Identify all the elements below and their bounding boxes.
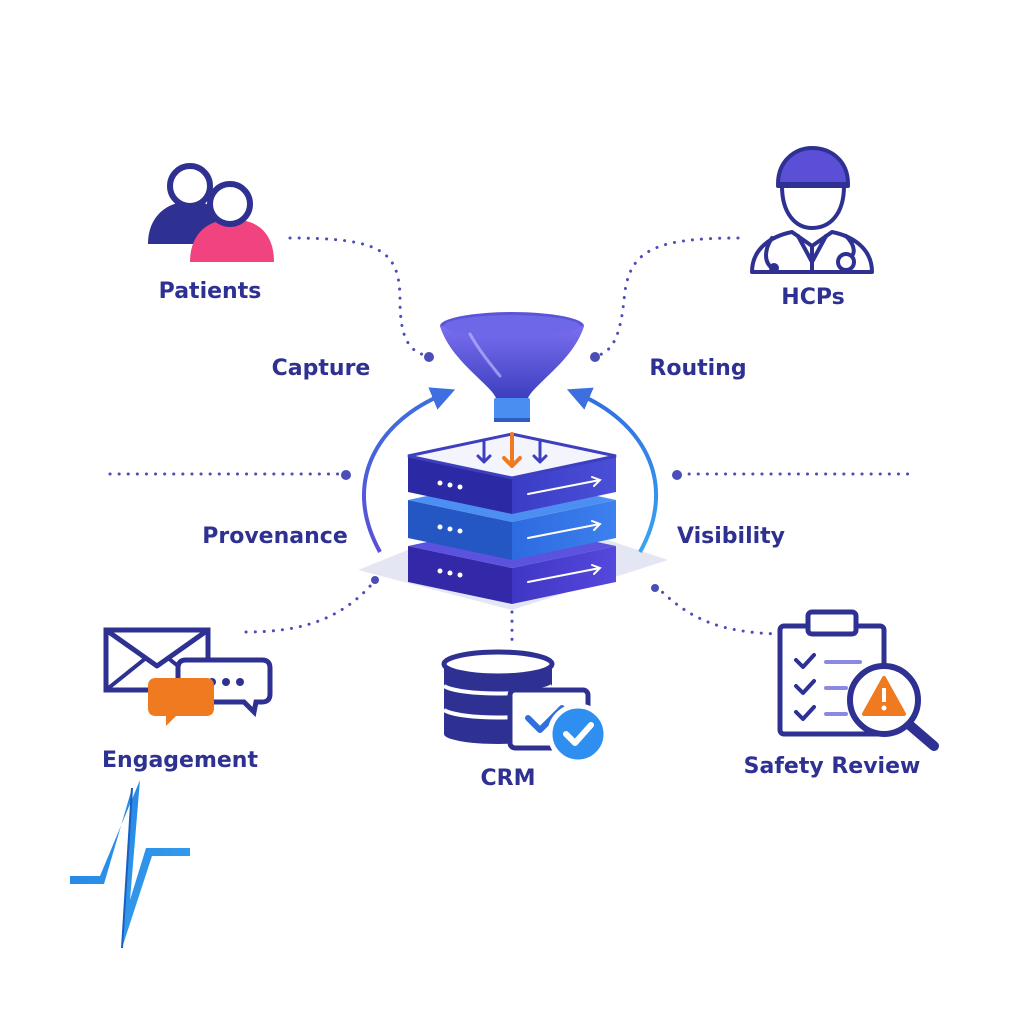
hub-icon bbox=[358, 312, 668, 610]
connector-dot-right bbox=[672, 470, 682, 480]
connector-engagement bbox=[244, 582, 374, 634]
connector-dot-hcps bbox=[590, 352, 600, 362]
node-label-patients: Patients bbox=[158, 279, 262, 304]
connector-patients bbox=[288, 236, 430, 358]
connector-dot-patients bbox=[424, 352, 434, 362]
clipboard-warning-icon bbox=[777, 609, 939, 751]
flow-label-capture: Capture bbox=[271, 356, 371, 381]
node-label-hcps: HCPs bbox=[781, 285, 845, 310]
flow-label-routing: Routing bbox=[649, 356, 747, 381]
database-check-icon bbox=[441, 649, 609, 765]
connector-dot-safety bbox=[651, 584, 659, 592]
flow-label-provenance: Provenance bbox=[202, 524, 348, 549]
doctor-icon bbox=[750, 146, 874, 274]
people-icon bbox=[148, 163, 274, 262]
node-label-safety-review: Safety Review bbox=[743, 754, 921, 779]
connector-dot-engagement bbox=[371, 576, 379, 584]
connector-safety bbox=[654, 584, 780, 636]
node-label-engagement: Engagement bbox=[102, 748, 258, 773]
arc-right-arrow bbox=[566, 387, 659, 553]
zigzag-logo bbox=[70, 780, 190, 949]
funnel bbox=[440, 312, 584, 422]
connector-dot-left bbox=[341, 470, 351, 480]
node-label-crm: CRM bbox=[480, 766, 536, 791]
arc-left-arrow bbox=[362, 387, 456, 553]
chat-mail-icon bbox=[103, 627, 273, 726]
flow-label-visibility: Visibility bbox=[676, 524, 786, 549]
dotted-connectors bbox=[108, 236, 916, 642]
connector-hcps bbox=[594, 236, 740, 358]
